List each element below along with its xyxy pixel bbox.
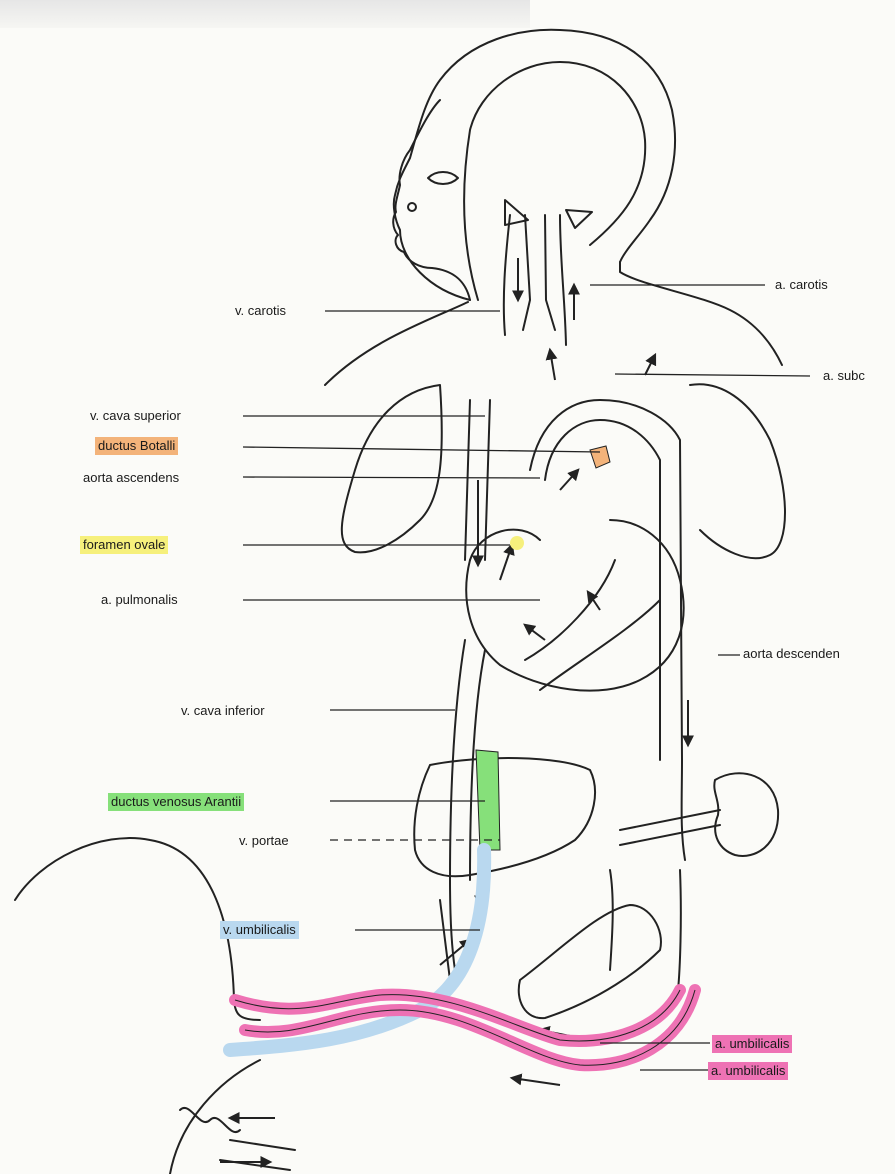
neck-vessel-right <box>560 215 566 345</box>
neck-vessel-left <box>504 215 510 335</box>
head-outline <box>394 30 675 300</box>
label-v-cava-inferior: v. cava inferior <box>178 702 268 720</box>
label-aorta-descenden: aorta descenden <box>740 645 843 663</box>
label-aorta-ascendens: aorta ascendens <box>80 469 182 487</box>
leader-line <box>243 477 540 478</box>
label-v-cava-superior: v. cava superior <box>87 407 184 425</box>
label-v-umbilicalis: v. umbilicalis <box>220 921 299 939</box>
flow-arrow <box>512 1078 560 1085</box>
label-v-portae: v. portae <box>236 832 292 850</box>
kidney <box>714 773 778 856</box>
ductus-botalli-marker <box>590 446 610 468</box>
flow-arrow <box>550 350 555 380</box>
inner-head-vessel <box>464 62 645 300</box>
intestine <box>519 905 661 1018</box>
face-profile <box>393 100 470 300</box>
flow-arrow <box>588 592 600 610</box>
ductus-venosus-vessel <box>476 750 500 850</box>
nostril <box>408 203 416 211</box>
label-a-subc: a. subc <box>820 367 868 385</box>
label-ductus-venosus: ductus venosus Arantii <box>108 793 244 811</box>
label-a-pulmonalis: a. pulmonalis <box>98 591 181 609</box>
leader-line <box>243 447 600 452</box>
right-lung <box>690 384 785 558</box>
label-a-umbilicalis-2: a. umbilicalis <box>708 1062 788 1080</box>
closed-eye <box>428 172 458 184</box>
flow-arrow <box>560 470 578 490</box>
label-foramen-ovale: foramen ovale <box>80 536 168 554</box>
flow-arrow <box>525 625 545 640</box>
label-a-carotis: a. carotis <box>772 276 831 294</box>
right-shoulder <box>620 262 782 365</box>
left-lung <box>342 385 442 552</box>
flow-arrow <box>645 355 655 375</box>
aortic-arch <box>530 400 685 860</box>
liver <box>414 758 595 876</box>
left-shoulder <box>325 302 468 385</box>
label-ductus-botalli: ductus Botalli <box>95 437 178 455</box>
flow-arrow <box>500 545 512 580</box>
label-a-umbilicalis-1: a. umbilicalis <box>712 1035 792 1053</box>
label-v-carotis: v. carotis <box>232 302 289 320</box>
foramen-ovale-marker <box>510 536 524 550</box>
leader-line <box>615 374 810 376</box>
